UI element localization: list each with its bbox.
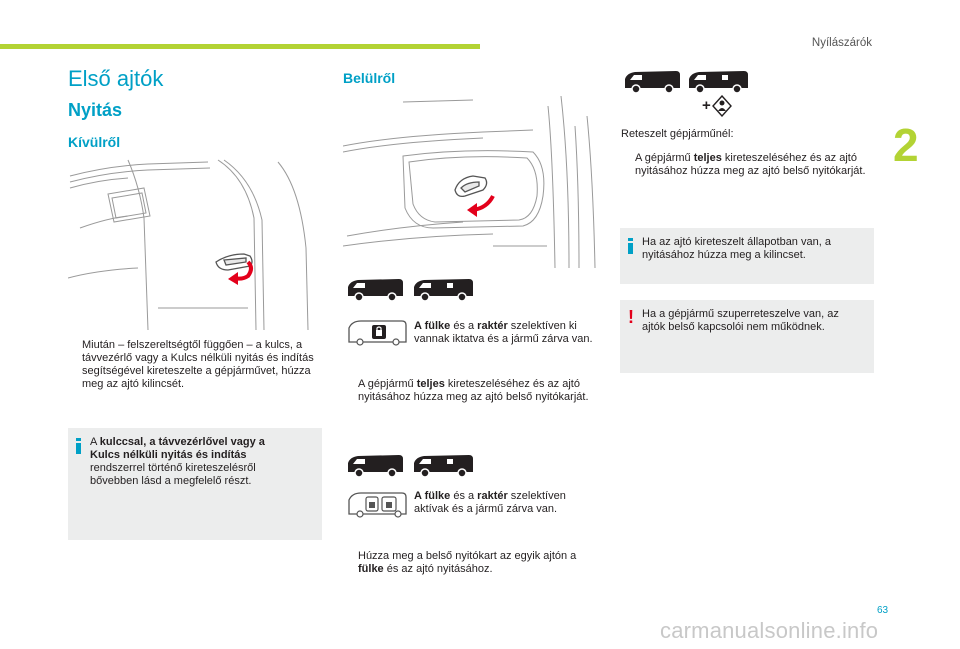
note-connector: és a xyxy=(450,490,478,502)
page-number: 63 xyxy=(877,605,889,616)
inside-opening-text-2: kireteszeléséhez és az ajtó nyitásához h… xyxy=(358,378,589,403)
note-bold-cab: A fülke xyxy=(414,490,451,502)
page-title: Első ajtók xyxy=(68,66,164,91)
note-text: szelektíven aktívak és a jármű zárva van… xyxy=(414,490,566,515)
van-icon xyxy=(414,279,473,302)
note-bold-cargo: raktér xyxy=(477,490,508,502)
info-icon xyxy=(76,438,81,454)
locked-vehicle-instruction: A gépjármű teljes kireteszeléséhez és az… xyxy=(621,152,871,178)
info-text-prefix: A xyxy=(90,436,100,448)
note-connector: és a xyxy=(450,320,478,332)
van-icon xyxy=(414,455,473,478)
locked-vehicle-caption: Reteszelt gépjárműnél: xyxy=(621,128,734,140)
info-text-bold: kulccsal, a távvezérlővel vagy a Kulcs n… xyxy=(90,436,265,461)
inside-cab-text-1: Húzza meg a belső nyitókart az egyik ajt… xyxy=(358,550,577,562)
locked-vehicle-text-1: A gépjármű xyxy=(635,152,694,164)
bullet-marker xyxy=(344,550,358,576)
lock-icon xyxy=(348,492,407,518)
header-accent-bar xyxy=(0,44,480,49)
inside-cab-bold: fülke xyxy=(358,563,384,575)
note-text: szelektíven ki vannak iktatva és a jármű… xyxy=(414,320,593,345)
locked-vehicle-bold: teljes xyxy=(693,152,722,164)
info-text: A kulccsal, a távvezérlővel vagy a Kulcs… xyxy=(90,436,266,488)
inside-cab-opening-instruction: Húzza meg a belső nyitókart az egyik ajt… xyxy=(344,550,596,576)
info-box-unlocking: A kulccsal, a távvezérlővel vagy a Kulcs… xyxy=(68,428,322,540)
inside-opening-bold: teljes xyxy=(416,378,445,390)
outside-opening-instruction: Miután – felszereltségtől függően – a ku… xyxy=(68,339,320,391)
inside-opening-instruction: A gépjármű teljes kireteszeléséhez és az… xyxy=(344,378,596,404)
heading-outside: Kívülről xyxy=(68,134,121,150)
bullet-marker xyxy=(621,152,635,178)
info-unlocked-text: Ha az ajtó kireteszelt állapotban van, a… xyxy=(642,236,831,261)
info-box-unlocked-door: Ha az ajtó kireteszelt állapotban van, a… xyxy=(620,228,874,284)
locked-vehicle-text: A gépjármű teljes kireteszeléséhez és az… xyxy=(635,152,871,178)
note-bold-cab: A fülke xyxy=(414,320,451,332)
outside-opening-text: Miután – felszereltségtől függően – a ku… xyxy=(82,339,314,390)
plus-sign: + xyxy=(702,97,711,114)
outside-door-handle-illustration xyxy=(68,159,309,330)
chapter-number: 2 xyxy=(893,119,919,171)
warning-icon: ! xyxy=(628,307,634,327)
bullet-marker xyxy=(344,378,358,404)
inside-cab-opening-text: Húzza meg a belső nyitókart az egyik ajt… xyxy=(358,550,596,576)
bullet-marker xyxy=(68,339,82,391)
inside-cab-text-2: és az ajtó nyitásához. xyxy=(383,563,493,575)
heading-inside: Belülről xyxy=(343,70,396,86)
info-text-rest: rendszerrel történő kireteszelésről bőve… xyxy=(90,462,256,487)
lock-icon xyxy=(348,320,407,346)
child-lock-icon xyxy=(712,95,732,117)
note-bold-cargo: raktér xyxy=(477,320,508,332)
locked-vehicle-text-2: kireteszeléséhez és az ajtó nyitásához h… xyxy=(635,152,866,177)
warning-box-superlock: ! Ha a gépjármű szuperreteszelve van, az… xyxy=(620,300,874,373)
van-icon xyxy=(689,71,748,94)
watermark: carmanualsonline.info xyxy=(660,618,879,643)
van-icon xyxy=(625,71,680,94)
section-name: Nyílászárók xyxy=(811,37,872,49)
warning-text: Ha a gépjármű szuperreteszelve van, az a… xyxy=(642,308,839,333)
van-icon xyxy=(348,455,403,478)
inside-opening-text-1: A gépjármű xyxy=(358,378,417,390)
note-selective-disabled: A fülke és a raktér szelektíven ki vanna… xyxy=(414,320,596,346)
inside-door-handle-illustration xyxy=(343,96,596,268)
van-icon xyxy=(348,279,403,302)
info-icon xyxy=(628,238,633,254)
inside-opening-text: A gépjármű teljes kireteszeléséhez és az… xyxy=(358,378,596,404)
note-selective-active: A fülke és a raktér szelektíven aktívak … xyxy=(414,490,596,516)
section-subtitle: Nyitás xyxy=(68,100,123,120)
